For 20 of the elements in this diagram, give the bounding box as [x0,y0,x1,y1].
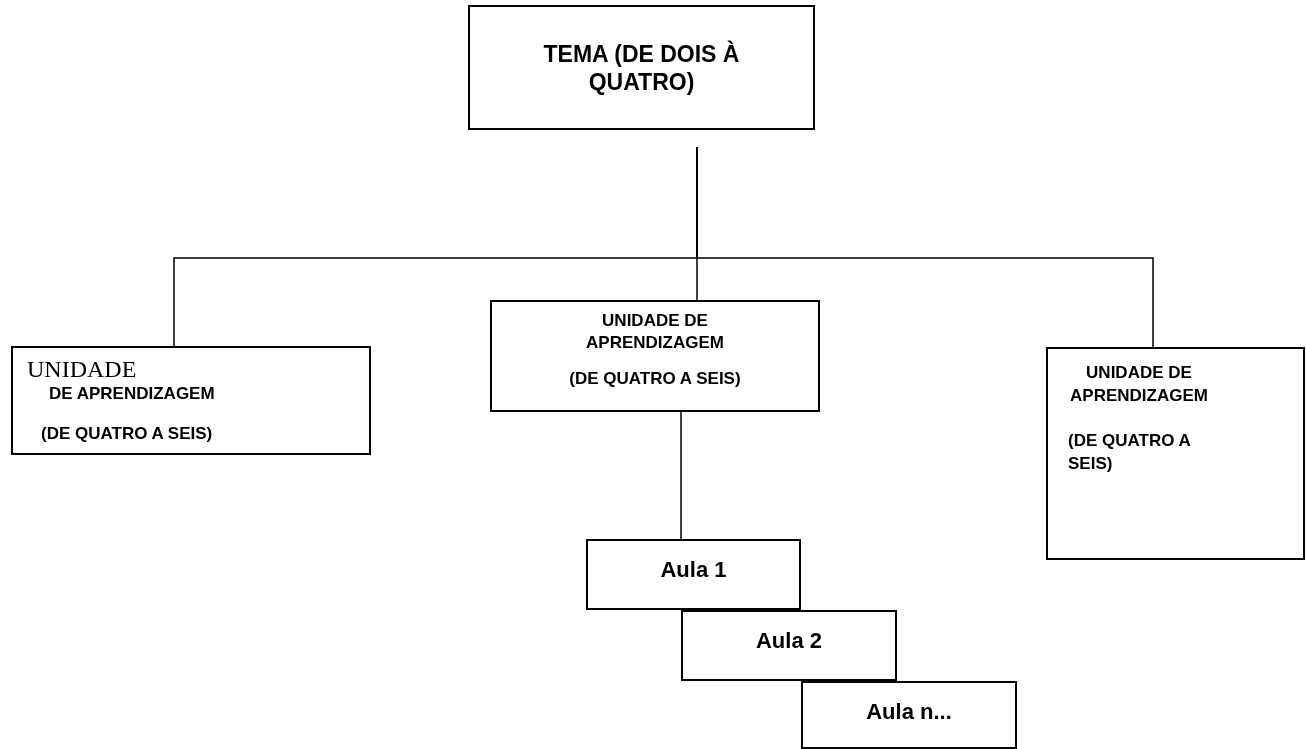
connector-line [680,411,682,540]
box [490,300,820,412]
box-text: Aula n... [866,698,952,726]
box-text: TEMA (DE DOIS À QUATRO) [542,39,741,96]
box [1046,347,1305,560]
connector-line [696,146,1154,348]
box-text: Aula 2 [756,627,822,655]
box-text: (DE QUATRO A SEIS) [40,423,213,445]
box-text: DE APRENDIZAGEM [48,383,215,405]
box [801,681,1017,749]
box [681,610,897,681]
box [11,346,371,455]
box-text: UNIDADE DE APRENDIZAGEM [585,310,725,354]
box-text: (DE QUATRO A SEIS) [1067,430,1192,475]
box-text: (DE QUATRO A SEIS) [569,368,741,390]
box-text: UNIDADE DE APRENDIZAGEM [1069,362,1209,407]
box-text: Aula 1 [660,556,727,584]
box [468,5,815,130]
box-text: UNIDADE [27,356,137,382]
box [586,539,801,610]
